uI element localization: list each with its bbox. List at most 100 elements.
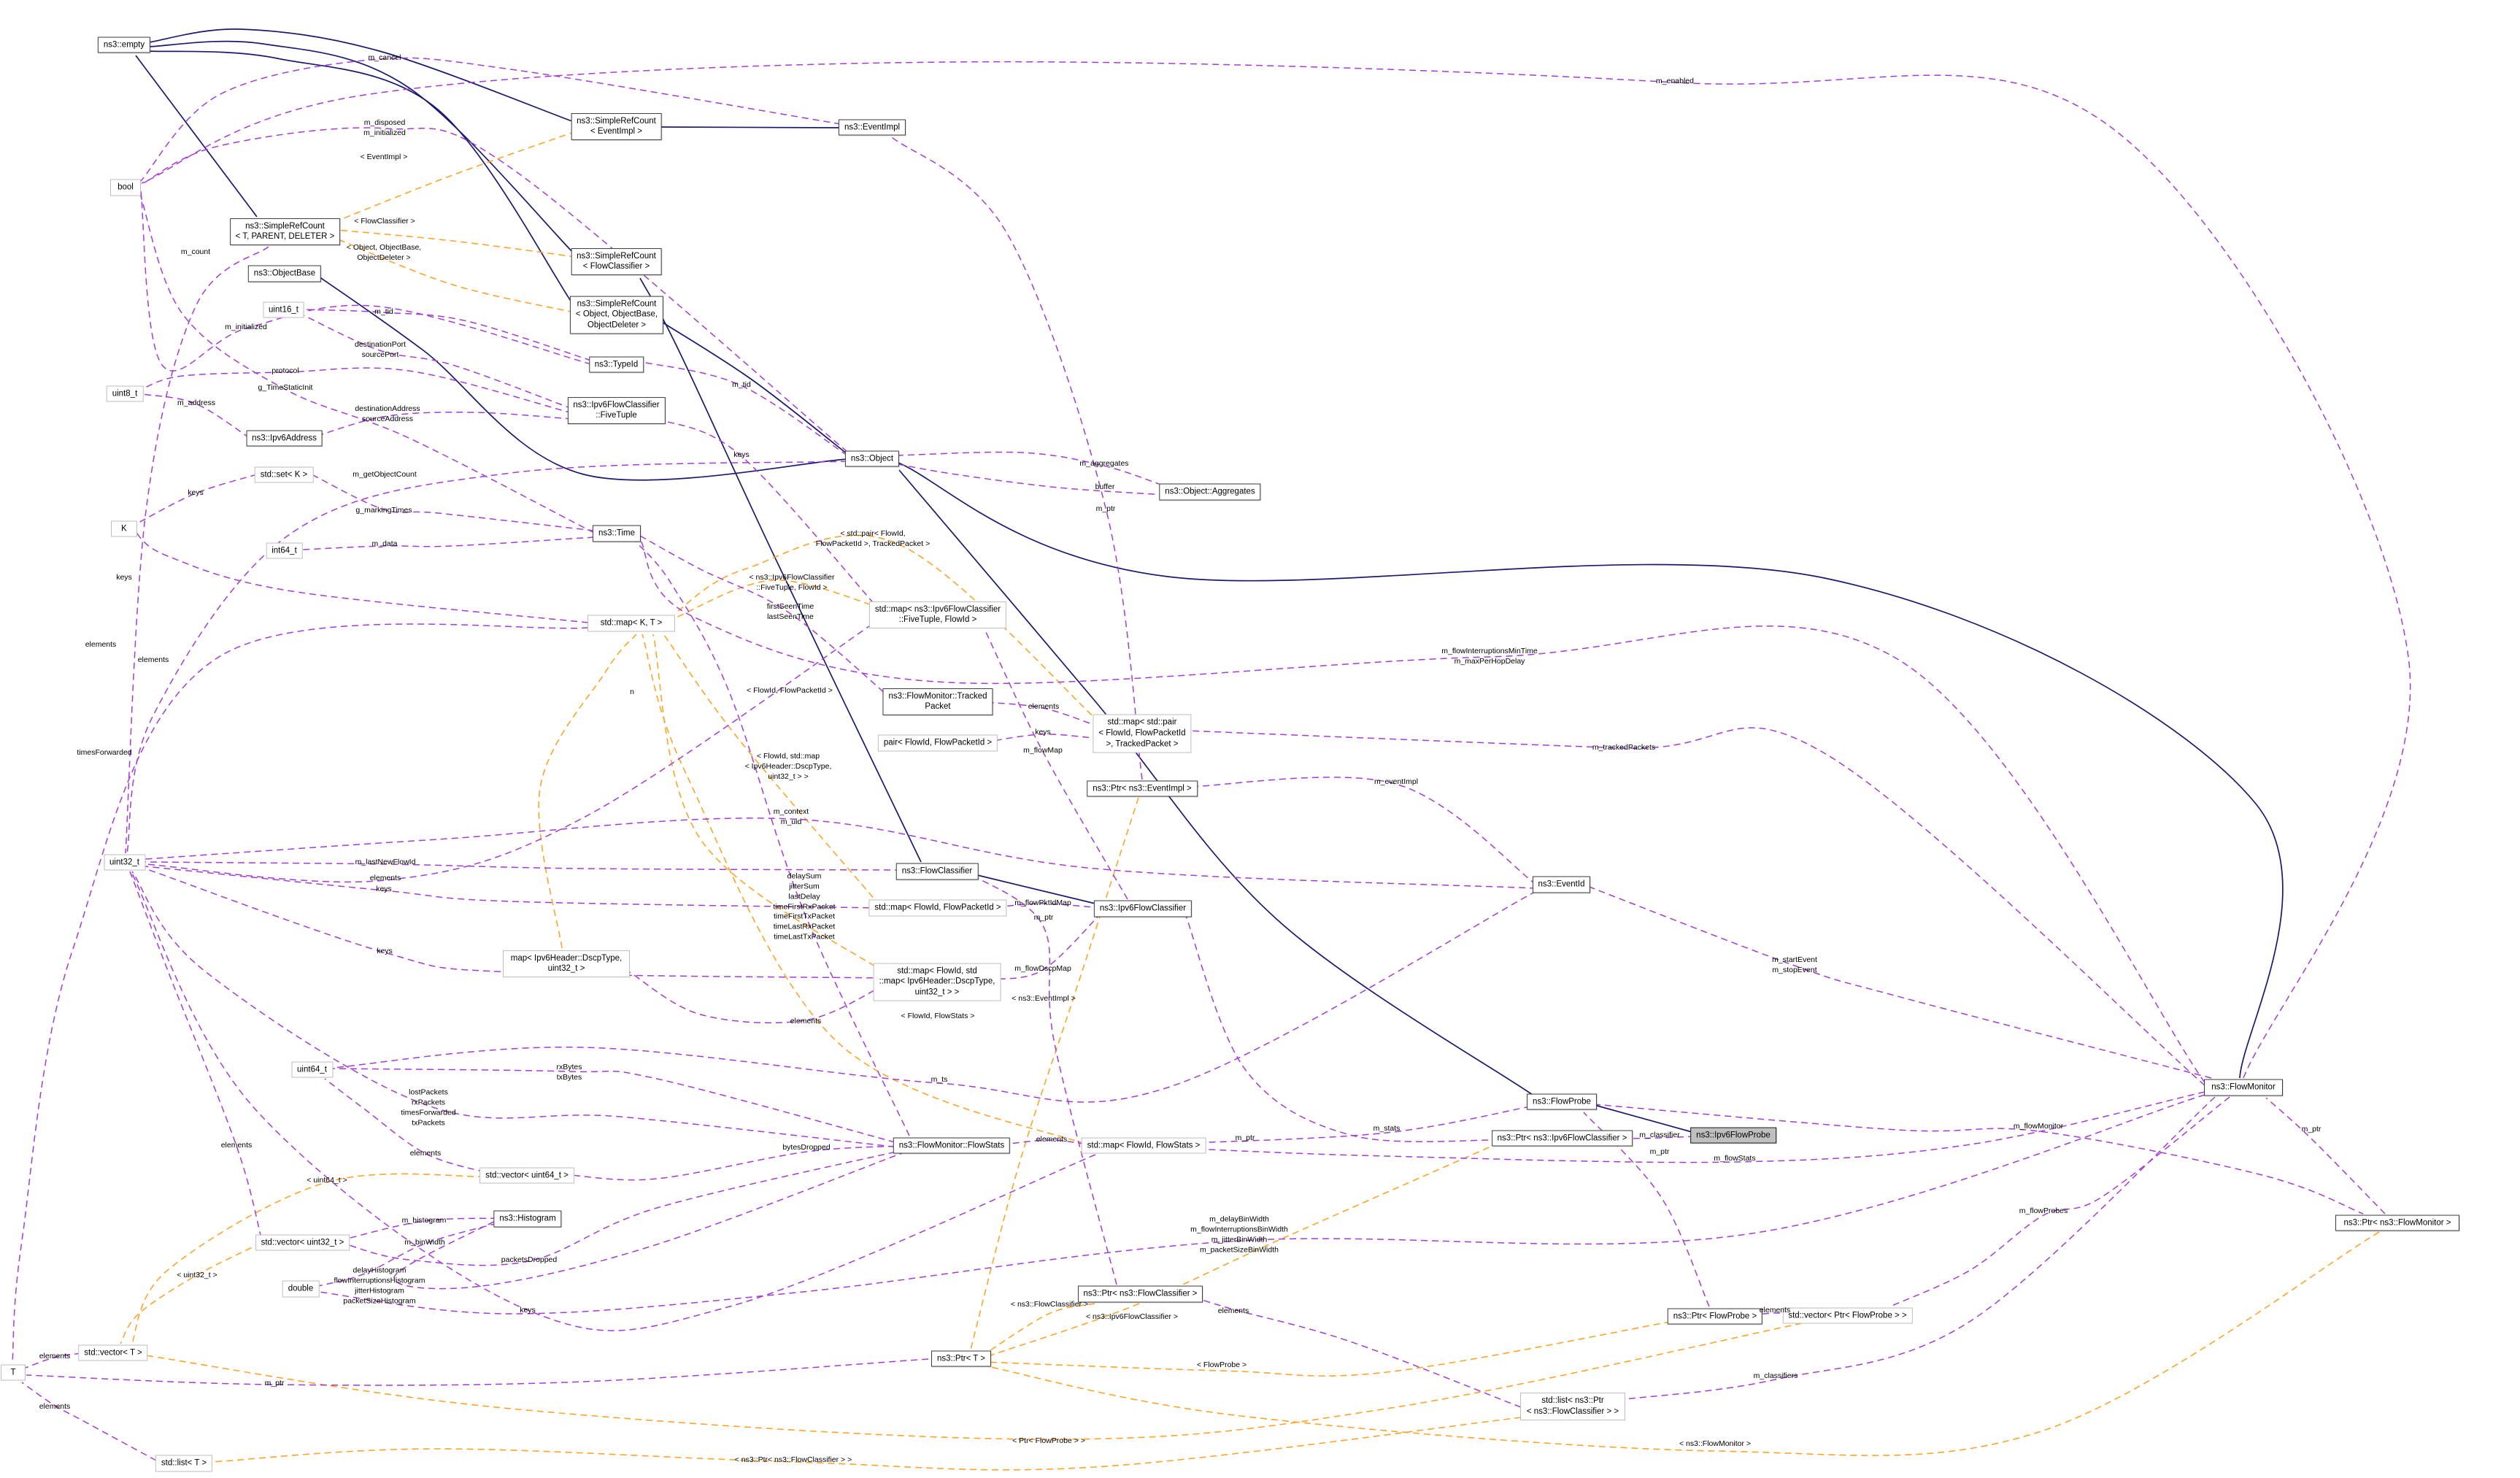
node-typeid[interactable]: ns3::TypeId (588, 356, 644, 373)
node-uint64: uint64_t (291, 1061, 333, 1078)
edge-label: < FlowProbe > (1196, 1360, 1247, 1370)
node-k: K (111, 520, 137, 537)
edge-use-36 (303, 309, 592, 361)
node-histogram[interactable]: ns3::Histogram (493, 1210, 562, 1228)
edge-label: delaySum jitterSum lastDelay timeFirstRx… (773, 871, 836, 942)
node-vecptrfp: std::vector< Ptr< FlowProbe > > (1782, 1307, 1913, 1324)
node-objectbase[interactable]: ns3::ObjectBase (247, 265, 322, 282)
edge-use-31 (140, 127, 848, 453)
edge-use-81 (1192, 1091, 2205, 1163)
node-fivetuple[interactable]: ns3::Ipv6FlowClassifier ::FiveTuple (567, 396, 666, 425)
edge-use-33 (140, 190, 592, 372)
node-ptripv6fc[interactable]: ns3::Ptr< ns3::Ipv6FlowClassifier > (1491, 1130, 1633, 1147)
edge-label: buffer (1095, 482, 1115, 492)
edge-use-41 (641, 361, 848, 456)
edge-use-72 (324, 1078, 485, 1173)
node-eventimpl[interactable]: ns3::EventImpl (838, 119, 906, 136)
edge-label: m_aggregates (1079, 459, 1129, 469)
node-time[interactable]: ns3::Time (592, 525, 641, 542)
edge-use-74 (344, 1217, 498, 1240)
edge-use-32 (141, 61, 2411, 1079)
node-eventid[interactable]: ns3::EventId (1532, 876, 1591, 893)
edge-label: protocol (271, 366, 299, 376)
edge-tmpl-13 (336, 229, 577, 258)
edge-label: keys (116, 573, 132, 582)
edge-label: m_tid (732, 380, 751, 390)
edge-tmpl-18 (652, 634, 885, 973)
edge-tmpl-16 (674, 534, 1101, 723)
edge-label: < Ptr< FlowProbe > > (1012, 1436, 1085, 1446)
node-ipv6fc[interactable]: ns3::Ipv6FlowClassifier (1093, 900, 1192, 917)
node-t: T (1, 1364, 26, 1381)
edge-label: bytesDropped (782, 1143, 831, 1152)
edge-use-96 (985, 630, 1128, 900)
edge-use-60 (145, 817, 1537, 889)
edge-label: m_flowMap (1023, 746, 1063, 755)
node-src_fc[interactable]: ns3::SimpleRefCount < FlowClassifier > (571, 247, 662, 276)
edge-inh-3 (135, 55, 258, 218)
node-src_event[interactable]: ns3::SimpleRefCount < EventImpl > (571, 112, 662, 141)
node-uint8: uint8_t (106, 385, 144, 402)
edge-use-70 (332, 1068, 906, 1146)
edge-label: m_trackedPackets (1592, 743, 1656, 753)
edge-label: m_cancel (368, 53, 401, 63)
edge-use-38 (142, 367, 573, 414)
edge-label: destinationAddress sourceAddress (355, 404, 420, 423)
node-flowstats[interactable]: ns3::FlowMonitor::FlowStats (893, 1137, 1011, 1154)
edge-use-86 (2265, 1097, 2386, 1215)
edge-label: < FlowId, FlowPacketId > (747, 686, 833, 696)
edge-tmpl-21 (131, 1173, 485, 1346)
edge-label: < std::pair< FlowId, FlowPacketId >, Tra… (815, 529, 930, 548)
node-ptrt[interactable]: ns3::Ptr< T > (930, 1350, 992, 1367)
edge-label: keys (520, 1306, 536, 1315)
node-ptrfp[interactable]: ns3::Ptr< FlowProbe > (1667, 1308, 1763, 1325)
edge-inh-2 (147, 50, 575, 307)
edge-use-68 (990, 912, 1102, 980)
node-src_tpd[interactable]: ns3::SimpleRefCount < T, PARENT, DELETER… (229, 218, 341, 246)
edge-label: m_flowProbes (2019, 1206, 2068, 1216)
node-ptrev[interactable]: ns3::Ptr< ns3::EventImpl > (1087, 780, 1198, 797)
node-flowprobe[interactable]: ns3::FlowProbe (1527, 1093, 1597, 1110)
edge-tmpl-20 (538, 634, 637, 949)
node-empty[interactable]: ns3::empty (97, 36, 151, 53)
node-ptrfm[interactable]: ns3::Ptr< ns3::FlowMonitor > (2335, 1215, 2459, 1231)
edge-label: elements (220, 1141, 253, 1150)
edge-use-94 (26, 1358, 940, 1386)
node-src_obj[interactable]: ns3::SimpleRefCount < Object, ObjectBase… (569, 296, 664, 334)
node-fc[interactable]: ns3::FlowClassifier (895, 863, 979, 880)
edge-use-87 (317, 1094, 2205, 1315)
edge-use-57 (1587, 885, 2212, 1079)
edge-label: elements (1759, 1306, 1791, 1315)
edge-label: m_histogram (401, 1216, 447, 1225)
edge-label: m_ptr (264, 1379, 285, 1388)
edge-label: elements (85, 640, 117, 650)
edge-use-45 (311, 474, 595, 531)
edge-use-35 (125, 246, 269, 854)
edge-use-61 (145, 861, 902, 871)
edge-use-43 (126, 461, 848, 854)
node-object[interactable]: ns3::Object (844, 450, 900, 467)
edge-label: < FlowId, std::map < Ipv6Header::DscpTyp… (744, 752, 832, 781)
edge-tmpl-22 (120, 1242, 262, 1344)
node-ipv6addr[interactable]: ns3::Ipv6Address (246, 430, 323, 447)
edge-label: m_enabled (1656, 77, 1694, 86)
edge-inh-4 (658, 126, 841, 128)
edge-label: m_address (177, 399, 215, 408)
edge-tmpl-28 (983, 1319, 1682, 1377)
edge-label: m_tid (374, 307, 393, 317)
node-uint32: uint32_t (104, 854, 145, 871)
edge-use-66 (995, 903, 1102, 909)
node-tracked[interactable]: ns3::FlowMonitor::Tracked Packet (882, 688, 993, 716)
edge-use-73 (129, 871, 262, 1239)
edge-label: < ns3::FlowClassifier > (1010, 1300, 1089, 1309)
edge-use-78 (569, 1145, 906, 1181)
node-flowmonitor[interactable]: ns3::FlowMonitor (2204, 1079, 2283, 1096)
edge-label: m_eventImpl (1373, 777, 1419, 787)
node-ptrfc[interactable]: ns3::Ptr< ns3::FlowClassifier > (1077, 1285, 1203, 1303)
edge-use-82 (1625, 1136, 1695, 1139)
edge-label: m_flowInterruptionsMinTime m_maxPerHopDe… (1441, 647, 1538, 666)
edge-label: elements (409, 1149, 442, 1158)
edge-use-62 (145, 617, 882, 883)
node-aggregates[interactable]: ns3::Object::Aggregates (1159, 483, 1261, 501)
